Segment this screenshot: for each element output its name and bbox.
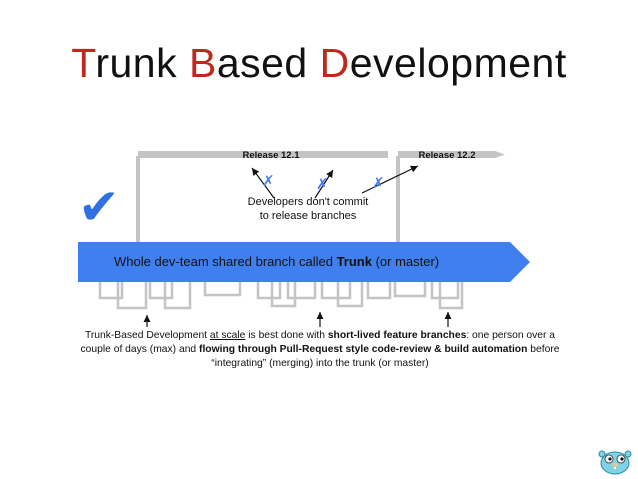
cross-icon: ✗: [316, 175, 329, 193]
gopher-mascot-icon: [598, 450, 632, 475]
trunk-label-suffix: (or master): [372, 254, 439, 269]
caption-part-3: is best done with: [245, 330, 328, 341]
caption-short-lived: short-lived feature branches: [327, 330, 467, 341]
page-title: Trunk Based Development: [0, 40, 638, 87]
trunk-label: Whole dev-team shared branch called Trun…: [114, 254, 439, 269]
caption-text: Trunk-Based Development at scale is best…: [70, 329, 570, 371]
release-label-12-1: Release 12.1: [242, 150, 300, 161]
checkmark-icon: ✔: [78, 178, 120, 236]
caption-part-1: Trunk-Based Development: [84, 330, 210, 341]
trunk-branch: Whole dev-team shared branch called Trun…: [78, 242, 530, 282]
cross-icon: ✗: [262, 172, 275, 190]
trunk-label-prefix: Whole dev-team shared branch called: [114, 254, 337, 269]
feature-branches: [98, 280, 464, 310]
developers-note-line-2: to release branches: [260, 210, 357, 222]
caption-at-scale: at scale: [209, 330, 246, 341]
caption-pull-request: flowing through Pull-Request style code-…: [199, 344, 528, 355]
release-branch-12-2: Release 12.2: [396, 150, 505, 245]
caption-arrows: [143, 312, 452, 327]
caption-part-7: before “integrating” (merging) into the …: [211, 344, 560, 369]
title-initial-t: T: [71, 40, 96, 86]
title-initial-b: B: [188, 40, 217, 86]
trunk-label-bold: Trunk: [337, 254, 373, 269]
commit-arrows: ✗ ✗ ✗: [251, 165, 419, 199]
release-label-12-2: Release 12.2: [418, 150, 475, 161]
release-branch-12-1: Release 12.1: [136, 150, 388, 245]
title-rest-3: evelopment: [349, 40, 567, 86]
title-rest-2: ased: [216, 40, 320, 86]
caption-part-5: : one person over a couple of days (max)…: [80, 330, 556, 355]
cross-icon: ✗: [372, 174, 385, 192]
developers-note-line-1: Developers don't commit: [248, 196, 369, 208]
title-rest-1: runk: [95, 40, 189, 86]
title-initial-d: D: [319, 40, 350, 86]
